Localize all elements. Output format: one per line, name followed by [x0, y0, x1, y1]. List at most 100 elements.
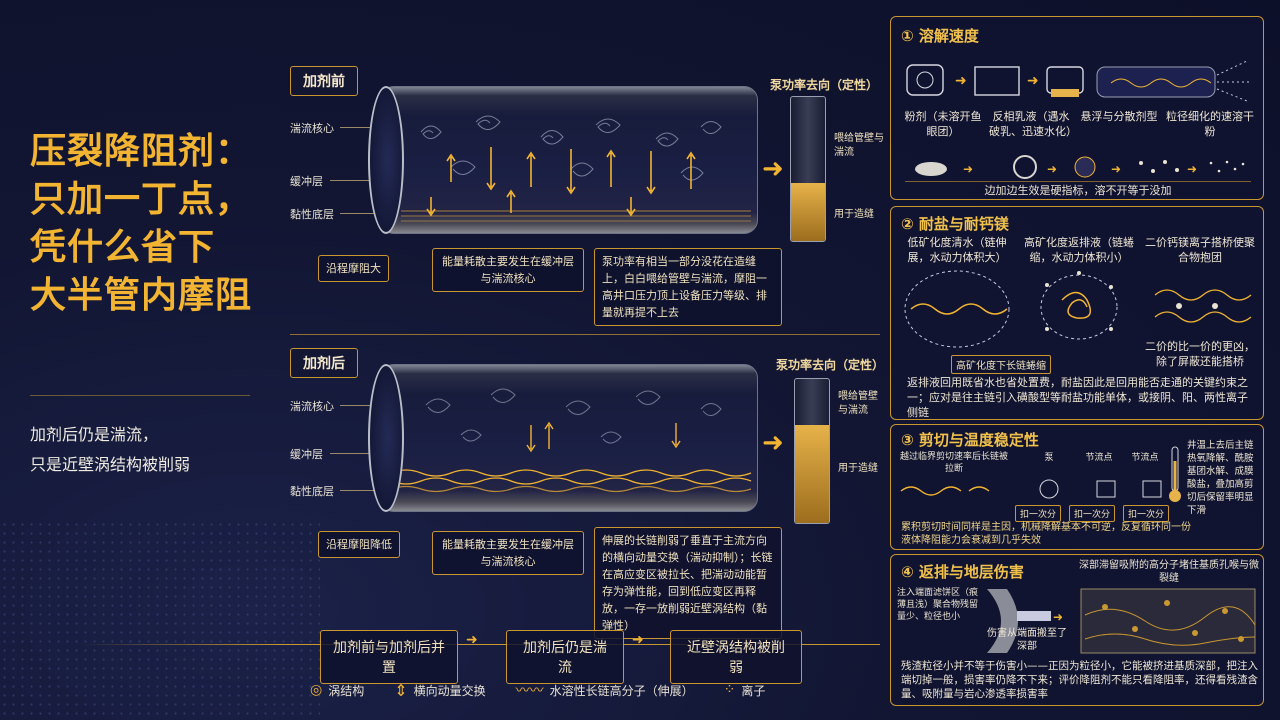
legend-item-polymer: 〰〰 水溶性长链高分子（伸展）: [516, 680, 694, 700]
after-layer-buffer: 缓冲层: [290, 448, 323, 461]
flow-step-3: 近壁涡结构被削弱: [670, 630, 802, 684]
after-pump-bottom-label: 用于造缝: [838, 463, 878, 474]
after-layer-viscous: 黏性底层: [290, 485, 334, 498]
flow-arrow-icon-2: ➜: [632, 632, 644, 648]
before-transverse-arrows: [426, 147, 696, 217]
after-transverse-arrows: [526, 421, 681, 453]
before-layer-buffer: 缓冲层: [290, 175, 323, 188]
section-divider: [290, 334, 880, 335]
before-pump-bottom-label: 用于造缝: [834, 209, 874, 220]
after-pump-fill: [795, 425, 829, 523]
before-tag: 加剂前: [290, 66, 358, 96]
salt-col-divalent: 二价钙镁离子搭桥使聚合物抱团: [1145, 236, 1255, 264]
after-polymer-chains: [390, 469, 752, 493]
svg-text:➜: ➜: [1047, 162, 1057, 176]
panel-salt-title: ② 耐盐与耐钙镁: [901, 215, 1009, 233]
svg-text:➜: ➜: [1053, 610, 1063, 624]
before-pump-fill: [791, 183, 825, 241]
flow-step-2: 加剂后仍是湍流: [506, 630, 624, 684]
flow-arrow-icon-1: ➜: [466, 632, 478, 648]
shear-flow-label: 越过临界剪切速率后长链被拉断: [899, 452, 1008, 474]
before-vortices: [420, 115, 722, 181]
panel-shear: ③ 剪切与温度稳定性 越过临界剪切速率后长链被拉断 泵 节流点 节流点 扣一次分…: [890, 424, 1264, 550]
before-pump-gauge: [790, 96, 826, 242]
before-pump-top-label: 喂给管壁与湍流: [834, 133, 884, 158]
svg-text:➜: ➜: [1111, 162, 1121, 176]
after-energy-callout: 能量耗散主要发生在缓冲层与湍流核心: [432, 531, 584, 575]
shear-body: 累积剪切时间同样是主因，机械降解基本不可逆，反复循环同一份液体降阻能力会衰减到几…: [901, 522, 1191, 546]
thermometer-icon: [1169, 446, 1181, 502]
salt-mid-label: 高矿化度下长链蜷缩: [951, 355, 1051, 374]
dot-grid-decoration: [0, 520, 320, 720]
before-arrow-icon: ➜: [762, 154, 784, 184]
after-pipe: [380, 364, 758, 512]
salt-col-brine: 高矿化度返排液（链蜷缩，水动力体积小）: [1024, 236, 1134, 264]
page-subtitle: 加剂后仍是湍流， 只是近壁涡结构被削弱: [30, 425, 191, 474]
salt-right-note: 二价的比一价的更凶，除了屏蔽还能搭桥: [1145, 340, 1255, 368]
flow-line: [80, 644, 880, 645]
flow-step-1: 加剂前与加剂后并置: [320, 630, 458, 684]
polymer-chain-icon: 〰〰: [515, 683, 544, 699]
shear-stage-choke-1: 节流点: [1085, 453, 1113, 463]
after-wall-callout: 沿程摩阻降低: [318, 531, 400, 558]
legend: ◎ 涡结构 ⇕ 横向动量交换 〰〰 水溶性长链高分子（伸展） ⁘ 离子: [310, 680, 765, 700]
after-tag: 加剂后: [290, 348, 358, 378]
after-vortices: [425, 388, 722, 444]
after-pump-top-label: 喂给管壁与湍流: [838, 391, 878, 416]
title-divider: [30, 395, 250, 396]
after-layer-core: 湍流核心: [290, 400, 334, 413]
formation-left-label: 注入端面滤饼区（痕薄且浅）聚合物残留量少、粒径也小: [897, 588, 979, 622]
dissolution-equipment-illustration: ➜ ➜: [906, 60, 1249, 102]
before-layer-core: 湍流核心: [290, 122, 334, 135]
svg-text:➜: ➜: [1027, 73, 1039, 89]
legend-item-ion: ⁘ 离子: [723, 682, 766, 698]
before-pipe-opening: [368, 86, 404, 234]
ion-icon: ⁘: [723, 682, 736, 698]
before-pipe: [380, 86, 758, 234]
after-arrow-icon: ➜: [762, 428, 784, 458]
dissolution-footer: 边加边生效是硬指标，溶不开等于没加: [984, 184, 1172, 197]
shear-stage-choke-2: 节流点: [1131, 453, 1159, 463]
panel-dissolution: ① 溶解速度 ➜ ➜ 粉剂（未溶开鱼眼团） 反相乳液（遇水破乳、迅速水化） 悬浮…: [890, 16, 1264, 200]
page-title: 压裂降阻剂： 只加一丁点， 凭什么省下 大半管内摩阻: [30, 131, 253, 316]
before-pump-title: 泵功率去向（定性）: [770, 78, 879, 92]
panel-formation: ④ 返排与地层伤害 深部滞留吸附的高分子堵住基质孔喉与微裂缝 注入端面滤饼区（痕…: [890, 554, 1264, 706]
shear-badge-3: 扣一次分: [1123, 505, 1170, 522]
shear-badge-1: 扣一次分: [1015, 505, 1062, 522]
panel-formation-title: ④ 返排与地层伤害: [901, 563, 1024, 581]
after-pump-gauge: [794, 378, 830, 524]
after-pump-title: 泵功率去向（定性）: [776, 358, 885, 372]
formation-top-label: 深部滞留吸附的高分子堵住基质孔喉与微裂缝: [1079, 560, 1259, 584]
panel-shear-title: ③ 剪切与温度稳定性: [901, 431, 1039, 449]
svg-text:➜: ➜: [1187, 162, 1197, 176]
salt-molecule-illustration: [904, 270, 1252, 348]
svg-text:➜: ➜: [963, 162, 973, 176]
dissolution-step-powder: 粉剂（未溶开鱼眼团）: [904, 110, 982, 138]
double-arrow-icon: ⇕: [394, 680, 408, 700]
shear-badge-2: 扣一次分: [1069, 505, 1116, 522]
dissolution-step-fine-powder: 粒径细化的速溶干粉: [1166, 110, 1254, 138]
vortex-icon: ◎: [310, 682, 323, 698]
formation-body: 残渣粒径小并不等于伤害小——正因为粒径小，它能被挤进基质深部，把注入端切掉一般，…: [901, 660, 1258, 700]
legend-item-transverse: ⇕ 横向动量交换: [394, 680, 486, 700]
shear-right-note: 井温上去后主链热氧降解、酰胺基团水解、成膜酸盐，叠加高剪切后保留率明显下滑: [1187, 440, 1254, 516]
after-pipe-opening: [368, 364, 404, 512]
panel-salt: ② 耐盐与耐钙镁 低矿化度清水（链伸展，水动力体积大） 高矿化度返排液（链蜷缩，…: [890, 206, 1264, 420]
salt-body: 返排液回用既省水也省处置费，耐盐因此是回用能否走通的关键约束之一；应对是往主链引…: [907, 376, 1248, 419]
panel-dissolution-title: ① 溶解速度: [901, 27, 979, 45]
shear-chain-illustration: [900, 479, 1162, 499]
before-wall-callout: 沿程摩阻大: [318, 255, 389, 282]
before-wall-lines: [401, 210, 751, 222]
before-layer-viscous: 黏性底层: [290, 208, 334, 221]
before-energy-callout: 能量耗散主要发生在缓冲层与湍流核心: [432, 248, 584, 292]
dissolution-particles-illustration: ➜ ➜ ➜ ➜: [915, 155, 1245, 179]
formation-mid-label: 伤害从端面搬至了深部: [987, 628, 1067, 652]
salt-col-fresh: 低矿化度清水（链伸展，水动力体积大）: [907, 236, 1007, 264]
shear-stage-pump: 泵: [1044, 453, 1054, 463]
before-pump-callout: 泵功率有相当一部分没花在造缝上，白白喂给管壁与湍流，摩阻一高井口压力顶上设备压力…: [594, 248, 782, 326]
dissolution-step-suspension: 悬浮与分散剂型: [1080, 110, 1158, 123]
before-flow-illustration: [401, 115, 751, 222]
formation-rock-illustration: ➜: [987, 588, 1256, 654]
svg-text:➜: ➜: [955, 73, 967, 89]
after-chain-callout: 伸展的长链削弱了垂直于主流方向的横向动量交换（湍动抑制）；长链在高应变区被拉长、…: [594, 527, 782, 639]
